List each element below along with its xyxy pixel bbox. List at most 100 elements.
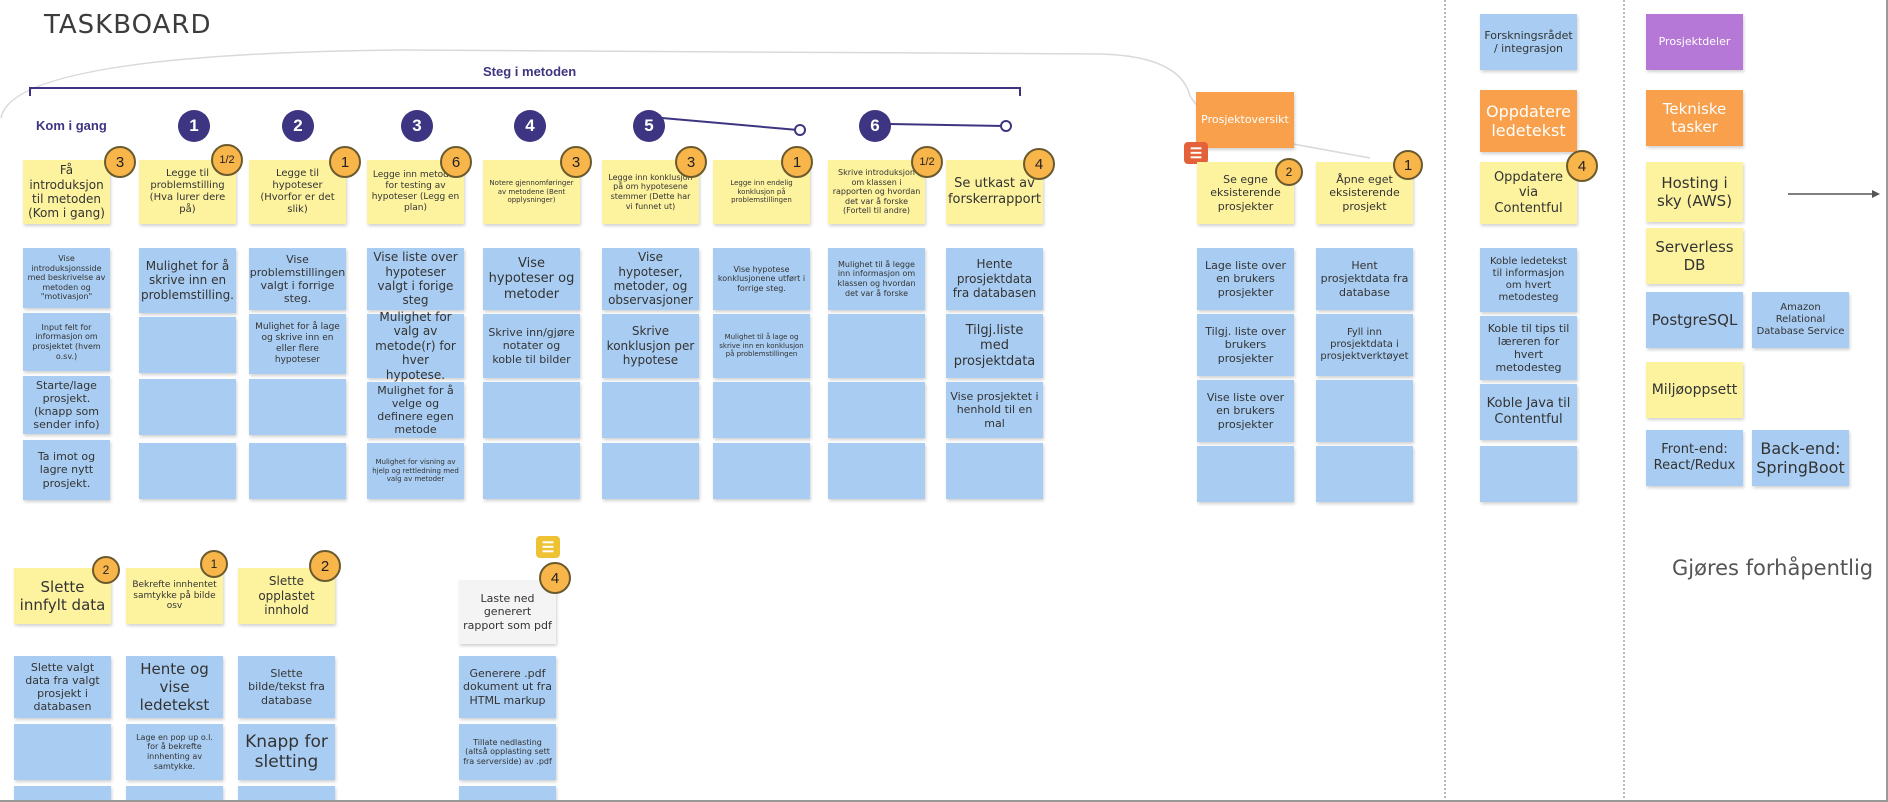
sticky-note-empty[interactable] bbox=[602, 443, 699, 499]
sticky-note-hosting[interactable]: Hosting i sky (AWS) bbox=[1646, 162, 1743, 222]
sticky-note-postgresql[interactable]: PostgreSQL bbox=[1646, 292, 1743, 348]
sticky-note-tekniske-tasker[interactable]: Tekniske tasker bbox=[1646, 90, 1743, 146]
sticky-note-task[interactable]: Generere .pdf dokument ut fra HTML marku… bbox=[459, 656, 556, 718]
sticky-note-task[interactable]: Koble ledetekst til informasjon om hvert… bbox=[1480, 248, 1577, 312]
sticky-note-empty[interactable] bbox=[249, 379, 346, 435]
sticky-note-empty[interactable] bbox=[483, 443, 580, 499]
sticky-note-task[interactable]: Fyll inn prosjektdata i prosjektverktøye… bbox=[1316, 314, 1413, 376]
sticky-note-empty[interactable] bbox=[139, 443, 236, 499]
sticky-note-forskerrapport[interactable]: Se utkast av forskerrapport bbox=[946, 160, 1043, 224]
sticky-note-task[interactable]: Knapp for sletting bbox=[238, 724, 335, 780]
sticky-note-empty[interactable] bbox=[139, 379, 236, 435]
sticky-note-oppdatere-ledetekst[interactable]: Oppdatere ledetekst bbox=[1480, 90, 1577, 152]
sticky-note-prosjektoversikt[interactable]: Prosjektoversikt bbox=[1196, 92, 1294, 148]
sticky-note-task[interactable]: Vise problemstillingen valgt i forrige s… bbox=[249, 248, 346, 310]
sticky-note-task[interactable]: Starte/lage prosjekt. (knapp som sender … bbox=[23, 376, 110, 434]
sticky-note-forskningsradet[interactable]: Forskningsrådet / integrasjon bbox=[1480, 14, 1577, 70]
sticky-note-samtykke[interactable]: Bekrefte innhentet samtykke på bilde osv bbox=[126, 568, 223, 624]
sticky-note-empty[interactable] bbox=[1316, 446, 1413, 502]
sticky-note-intro[interactable]: Få introduksjon til metoden (Kom i gang) bbox=[23, 160, 110, 224]
sticky-note-task[interactable]: Mulighet til å lage og skrive inn en kon… bbox=[713, 314, 810, 378]
step-circle-5: 5 bbox=[633, 110, 665, 142]
sticky-note-task[interactable]: Skrive konklusjon per hypotese bbox=[602, 314, 699, 378]
sticky-note-empty[interactable] bbox=[1197, 446, 1294, 502]
sticky-note-task[interactable]: Tilgj. liste over brukers prosjekter bbox=[1197, 314, 1294, 376]
sticky-note-hypoteser[interactable]: Legge til hypoteser (Hvorfor er det slik… bbox=[249, 160, 346, 224]
sticky-note-empty[interactable] bbox=[139, 317, 236, 373]
sticky-note-empty[interactable] bbox=[14, 786, 111, 802]
sticky-note-empty[interactable] bbox=[713, 382, 810, 438]
sticky-note-task[interactable]: Vise liste over hypoteser valgt i forige… bbox=[367, 248, 464, 310]
vote-badge: 1 bbox=[1393, 150, 1423, 180]
sticky-note-task[interactable]: Koble til tips til læreren for hvert met… bbox=[1480, 316, 1577, 380]
sticky-note-task[interactable]: Lage en pop up o.l. for å bekrefte innhe… bbox=[126, 724, 223, 780]
sticky-note-empty[interactable] bbox=[126, 786, 223, 802]
sticky-note-prosjektdeler[interactable]: Prosjektdeler bbox=[1646, 14, 1743, 70]
vote-badge: 1 bbox=[781, 146, 813, 178]
sticky-note-task[interactable]: Skrive inn/gjøre notater og koble til bi… bbox=[483, 314, 580, 378]
sticky-note-task[interactable]: Hent prosjektdata fra database bbox=[1316, 248, 1413, 310]
sticky-note-task[interactable]: Mulighet for å skrive inn en problemstil… bbox=[139, 248, 236, 313]
sticky-note-empty[interactable] bbox=[459, 786, 556, 802]
page-title: TASKBOARD bbox=[44, 10, 212, 40]
sticky-note-contentful[interactable]: Oppdatere via Contentful bbox=[1480, 162, 1577, 224]
sticky-note-empty[interactable] bbox=[946, 443, 1043, 499]
vote-badge: 2 bbox=[1275, 158, 1303, 186]
sticky-note-task[interactable]: Mulighet for å velge og definere egen me… bbox=[367, 382, 464, 438]
sticky-note-task[interactable]: Slette bilde/tekst fra database bbox=[238, 656, 335, 718]
sticky-note-empty[interactable] bbox=[828, 314, 925, 378]
sticky-note-serverless[interactable]: Serverless DB bbox=[1646, 228, 1743, 284]
sticky-note-empty[interactable] bbox=[602, 382, 699, 438]
comment-icon[interactable]: ☰ bbox=[1184, 142, 1208, 164]
sticky-note-task[interactable]: Vise prosjektet i henhold til en mal bbox=[946, 382, 1043, 438]
sticky-note-task[interactable]: Ta imot og lagre nytt prosjekt. bbox=[23, 440, 110, 500]
sticky-note-task[interactable]: Mulighet for å lage og skrive inn en ell… bbox=[249, 314, 346, 374]
sticky-note-task[interactable]: Hente og vise ledetekst bbox=[126, 656, 223, 718]
sticky-note-endelig-konklusjon[interactable]: Legge inn endelig konklusjon på problems… bbox=[713, 160, 810, 224]
sticky-note-task[interactable]: Hente prosjektdata fra databasen bbox=[946, 248, 1043, 310]
section-divider bbox=[1623, 0, 1625, 802]
sticky-note-miljooppsett[interactable]: Miljøoppsett bbox=[1646, 362, 1743, 418]
sticky-note-konklusjon[interactable]: Legge inn konklusjon på om hypotesene st… bbox=[602, 160, 699, 224]
sticky-note-empty[interactable] bbox=[1480, 446, 1577, 502]
comment-icon[interactable]: ☰ bbox=[536, 536, 560, 558]
sticky-note-task[interactable]: Vise hypotese konklusjonene utført i for… bbox=[713, 248, 810, 310]
sticky-note-task[interactable]: Koble Java til Contentful bbox=[1480, 384, 1577, 440]
sticky-note-problemstilling[interactable]: Legge til problemstilling (Hva lurer der… bbox=[139, 160, 236, 224]
sticky-note-task[interactable]: Slette valgt data fra valgt prosjekt i d… bbox=[14, 656, 111, 718]
sticky-note-empty[interactable] bbox=[14, 724, 111, 780]
sticky-note-empty[interactable] bbox=[713, 443, 810, 499]
sticky-note-task[interactable]: Tilgj.liste med prosjektdata bbox=[946, 314, 1043, 378]
sticky-note-task[interactable]: Vise hypoteser og metoder bbox=[483, 248, 580, 310]
sticky-note-empty[interactable] bbox=[828, 443, 925, 499]
sticky-note-task[interactable]: Lage liste over en brukers prosjekter bbox=[1197, 248, 1294, 310]
vote-badge: 4 bbox=[539, 562, 571, 594]
kom-i-gang-label: Kom i gang bbox=[36, 118, 107, 133]
sticky-note-empty[interactable] bbox=[1316, 380, 1413, 442]
vote-badge: 1 bbox=[329, 146, 361, 178]
sticky-note-empty[interactable] bbox=[828, 382, 925, 438]
vote-badge: 3 bbox=[675, 146, 707, 178]
sticky-note-back-end[interactable]: Back-end: SpringBoot bbox=[1752, 430, 1849, 486]
sticky-note-task[interactable]: Vise hypoteser, metoder, og observasjone… bbox=[602, 248, 699, 310]
sticky-note-empty[interactable] bbox=[483, 382, 580, 438]
sticky-note-task[interactable]: Vise introduksjonsside med beskrivelse a… bbox=[23, 248, 110, 308]
sticky-note-se-prosjekter[interactable]: Se egne eksisterende prosjekter bbox=[1197, 162, 1294, 224]
sticky-note-empty[interactable] bbox=[249, 443, 346, 499]
vote-badge: 1/2 bbox=[911, 146, 943, 178]
step-circle-3: 3 bbox=[401, 110, 433, 142]
sticky-note-introduksjon-klassen[interactable]: Skrive introduksjon om klassen i rapport… bbox=[828, 160, 925, 224]
sticky-note-task[interactable]: Mulighet for valg av metode(r) for hver … bbox=[367, 310, 464, 382]
sticky-note-empty[interactable] bbox=[238, 786, 335, 802]
sticky-note-amazon-rds[interactable]: Amazon Relational Database Service bbox=[1752, 292, 1849, 348]
sticky-note-metoder[interactable]: Legge inn metoder for testing av hypotes… bbox=[367, 160, 464, 224]
sticky-note-pdf[interactable]: Laste ned generert rapport som pdf bbox=[459, 580, 556, 644]
sticky-note-front-end[interactable]: Front-end: React/Redux bbox=[1646, 430, 1743, 486]
sticky-note-task[interactable]: Vise liste over en brukers prosjekter bbox=[1197, 380, 1294, 442]
sticky-note-task[interactable]: Mulighet til å legge inn informasjon om … bbox=[828, 248, 925, 310]
sticky-note-task[interactable]: Input felt for informasjon om prosjektet… bbox=[23, 313, 110, 371]
vote-badge: 3 bbox=[104, 146, 136, 178]
sticky-note-task[interactable]: Tillate nedlasting (altså opplasting set… bbox=[459, 724, 556, 780]
sticky-note-task[interactable]: Mulighet for visning av hjelp og rettled… bbox=[367, 443, 464, 499]
